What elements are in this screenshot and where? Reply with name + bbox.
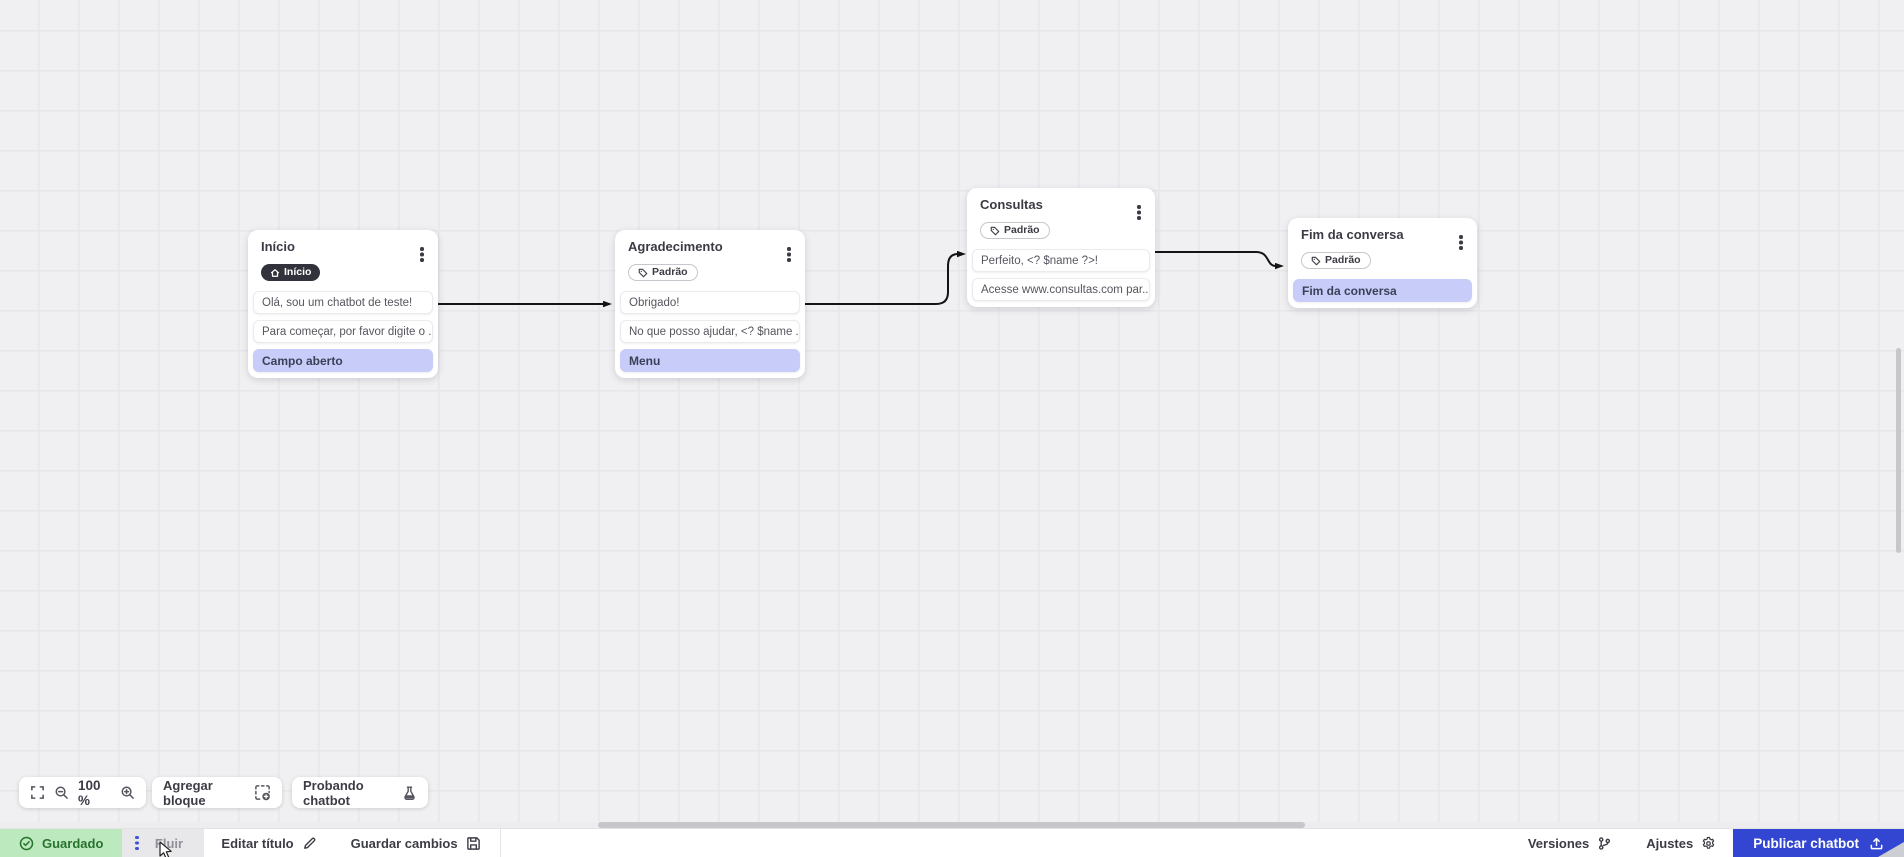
node-title: Fim da conversa bbox=[1301, 227, 1404, 242]
badge-label: Padrão bbox=[1325, 254, 1361, 266]
drag-handle-icon bbox=[135, 835, 139, 840]
vertical-scrollbar-thumb[interactable] bbox=[1896, 348, 1901, 553]
node-menu-button[interactable] bbox=[1131, 197, 1147, 215]
menu-card[interactable]: Menu bbox=[620, 349, 800, 372]
saved-status-badge: Guardado bbox=[0, 829, 123, 857]
node-header: Início bbox=[253, 239, 433, 255]
node-type-badge: Padrão bbox=[1301, 252, 1371, 269]
badge-label: Padrão bbox=[1004, 224, 1040, 236]
add-block-label: Agregar bloque bbox=[163, 777, 213, 808]
node-type-badge: Padrão bbox=[628, 264, 698, 281]
horizontal-scrollbar-thumb[interactable] bbox=[598, 822, 1305, 828]
saved-label: Guardado bbox=[42, 835, 104, 851]
badge-label: Início bbox=[284, 266, 312, 278]
open-field-card[interactable]: Campo aberto bbox=[253, 349, 433, 372]
node-cards: Obrigado! No que posso ajudar, <? $name … bbox=[620, 291, 800, 372]
badge-row: Padrão bbox=[980, 222, 1142, 239]
badge-label: Padrão bbox=[652, 266, 688, 278]
add-block-icon bbox=[254, 784, 271, 801]
fullscreen-icon bbox=[31, 786, 44, 799]
message-card[interactable]: Olá, sou um chatbot de teste! bbox=[253, 291, 433, 314]
node-menu-button[interactable] bbox=[1453, 227, 1469, 245]
node-title: Início bbox=[261, 239, 295, 254]
settings-button[interactable]: Ajustes bbox=[1629, 829, 1733, 857]
end-conversation-card[interactable]: Fim da conversa bbox=[1293, 279, 1472, 302]
flow-node-consultas[interactable]: Consultas Padrão Perfeito, <? $name ?>! … bbox=[967, 188, 1155, 307]
edit-title-label: Editar título bbox=[221, 835, 294, 851]
save-changes-button[interactable]: Guardar cambios bbox=[334, 829, 498, 857]
flow-node-agradecimento[interactable]: Agradecimento Padrão Obrigado! No que po… bbox=[615, 230, 805, 378]
badge-row: Início bbox=[261, 264, 425, 281]
test-chatbot-button[interactable]: Probando chatbot bbox=[292, 777, 428, 808]
zoom-out-icon bbox=[55, 786, 68, 799]
message-card[interactable]: Perfeito, <? $name ?>! bbox=[972, 249, 1150, 272]
tag-icon bbox=[638, 268, 648, 277]
kebab-menu-icon bbox=[420, 247, 424, 251]
save-icon bbox=[466, 836, 481, 851]
message-card[interactable]: Para começar, por favor digite o ... bbox=[253, 320, 433, 343]
corner-fold-decoration bbox=[1878, 842, 1904, 857]
edge-agradecimento-consultas[interactable] bbox=[804, 250, 966, 305]
node-header: Consultas bbox=[972, 197, 1150, 213]
check-circle-icon bbox=[19, 836, 34, 851]
tag-icon bbox=[1311, 256, 1321, 265]
status-bar: Guardado Fluir Editar título Guardar cam… bbox=[0, 828, 1904, 857]
statusbar-spacer bbox=[503, 829, 1511, 857]
flask-icon bbox=[402, 785, 417, 801]
node-type-badge: Início bbox=[261, 264, 321, 281]
node-cards: Olá, sou um chatbot de teste! Para começ… bbox=[253, 291, 433, 372]
publish-chatbot-button[interactable]: Publicar chatbot bbox=[1733, 829, 1904, 857]
badge-row: Padrão bbox=[1301, 252, 1464, 269]
test-chatbot-label: Probando chatbot bbox=[303, 777, 364, 808]
zoom-in-icon bbox=[121, 786, 134, 799]
save-changes-label: Guardar cambios bbox=[350, 835, 458, 851]
tag-icon bbox=[990, 226, 1000, 235]
node-menu-button[interactable] bbox=[414, 239, 430, 257]
pencil-icon bbox=[302, 836, 317, 851]
node-title: Consultas bbox=[980, 197, 1043, 212]
node-menu-button[interactable] bbox=[781, 239, 797, 257]
edge-consultas-fim[interactable] bbox=[1154, 251, 1284, 270]
statusbar-divider bbox=[499, 829, 501, 857]
message-card[interactable]: No que posso ajudar, <? $name ... bbox=[620, 320, 800, 343]
node-title: Agradecimento bbox=[628, 239, 723, 254]
fullscreen-button[interactable] bbox=[30, 785, 45, 800]
flow-node-fim-da-conversa[interactable]: Fim da conversa Padrão Fim da conversa bbox=[1288, 218, 1477, 308]
node-type-badge: Padrão bbox=[980, 222, 1050, 239]
message-card[interactable]: Obrigado! bbox=[620, 291, 800, 314]
gear-icon bbox=[1701, 836, 1716, 851]
node-header: Agradecimento bbox=[620, 239, 800, 255]
kebab-menu-icon bbox=[1459, 235, 1463, 239]
versions-button[interactable]: Versiones bbox=[1511, 829, 1629, 857]
add-block-button[interactable]: Agregar bloque bbox=[152, 777, 282, 808]
kebab-menu-icon bbox=[1137, 205, 1141, 209]
kebab-menu-icon bbox=[787, 247, 791, 251]
zoom-level: 100 % bbox=[78, 777, 101, 808]
git-branch-icon bbox=[1597, 836, 1612, 851]
home-icon bbox=[270, 268, 280, 277]
edit-title-button[interactable]: Editar título bbox=[204, 829, 333, 857]
zoom-in-button[interactable] bbox=[120, 785, 135, 800]
message-card[interactable]: Acesse www.consultas.com par... bbox=[972, 278, 1150, 301]
settings-label: Ajustes bbox=[1646, 835, 1694, 851]
tab-flow[interactable]: Fluir bbox=[122, 829, 205, 857]
flow-tab-label: Fluir bbox=[154, 835, 184, 851]
badge-row: Padrão bbox=[628, 264, 792, 281]
node-cards: Perfeito, <? $name ?>! Acesse www.consul… bbox=[972, 249, 1150, 301]
flow-node-inicio[interactable]: Início Início Olá, sou um chatbot de tes… bbox=[248, 230, 438, 378]
zoom-out-button[interactable] bbox=[54, 785, 69, 800]
zoom-controls: 100 % bbox=[19, 777, 146, 808]
publish-label: Publicar chatbot bbox=[1753, 835, 1859, 851]
versions-label: Versiones bbox=[1527, 835, 1590, 851]
node-header: Fim da conversa bbox=[1293, 227, 1472, 243]
node-cards: Fim da conversa bbox=[1293, 279, 1472, 302]
